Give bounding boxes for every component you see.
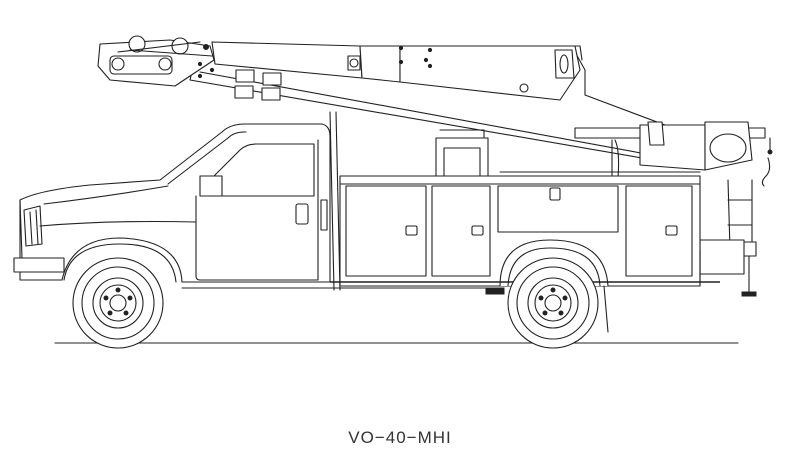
turret [574,121,773,297]
front-wheel [72,257,164,349]
side-window [207,143,315,197]
cab [13,123,331,283]
rear-wheel [507,257,599,349]
compartment-door-4 [625,185,693,277]
boom-assembly [97,35,706,291]
model-label: VO−40−MHI [348,428,452,447]
